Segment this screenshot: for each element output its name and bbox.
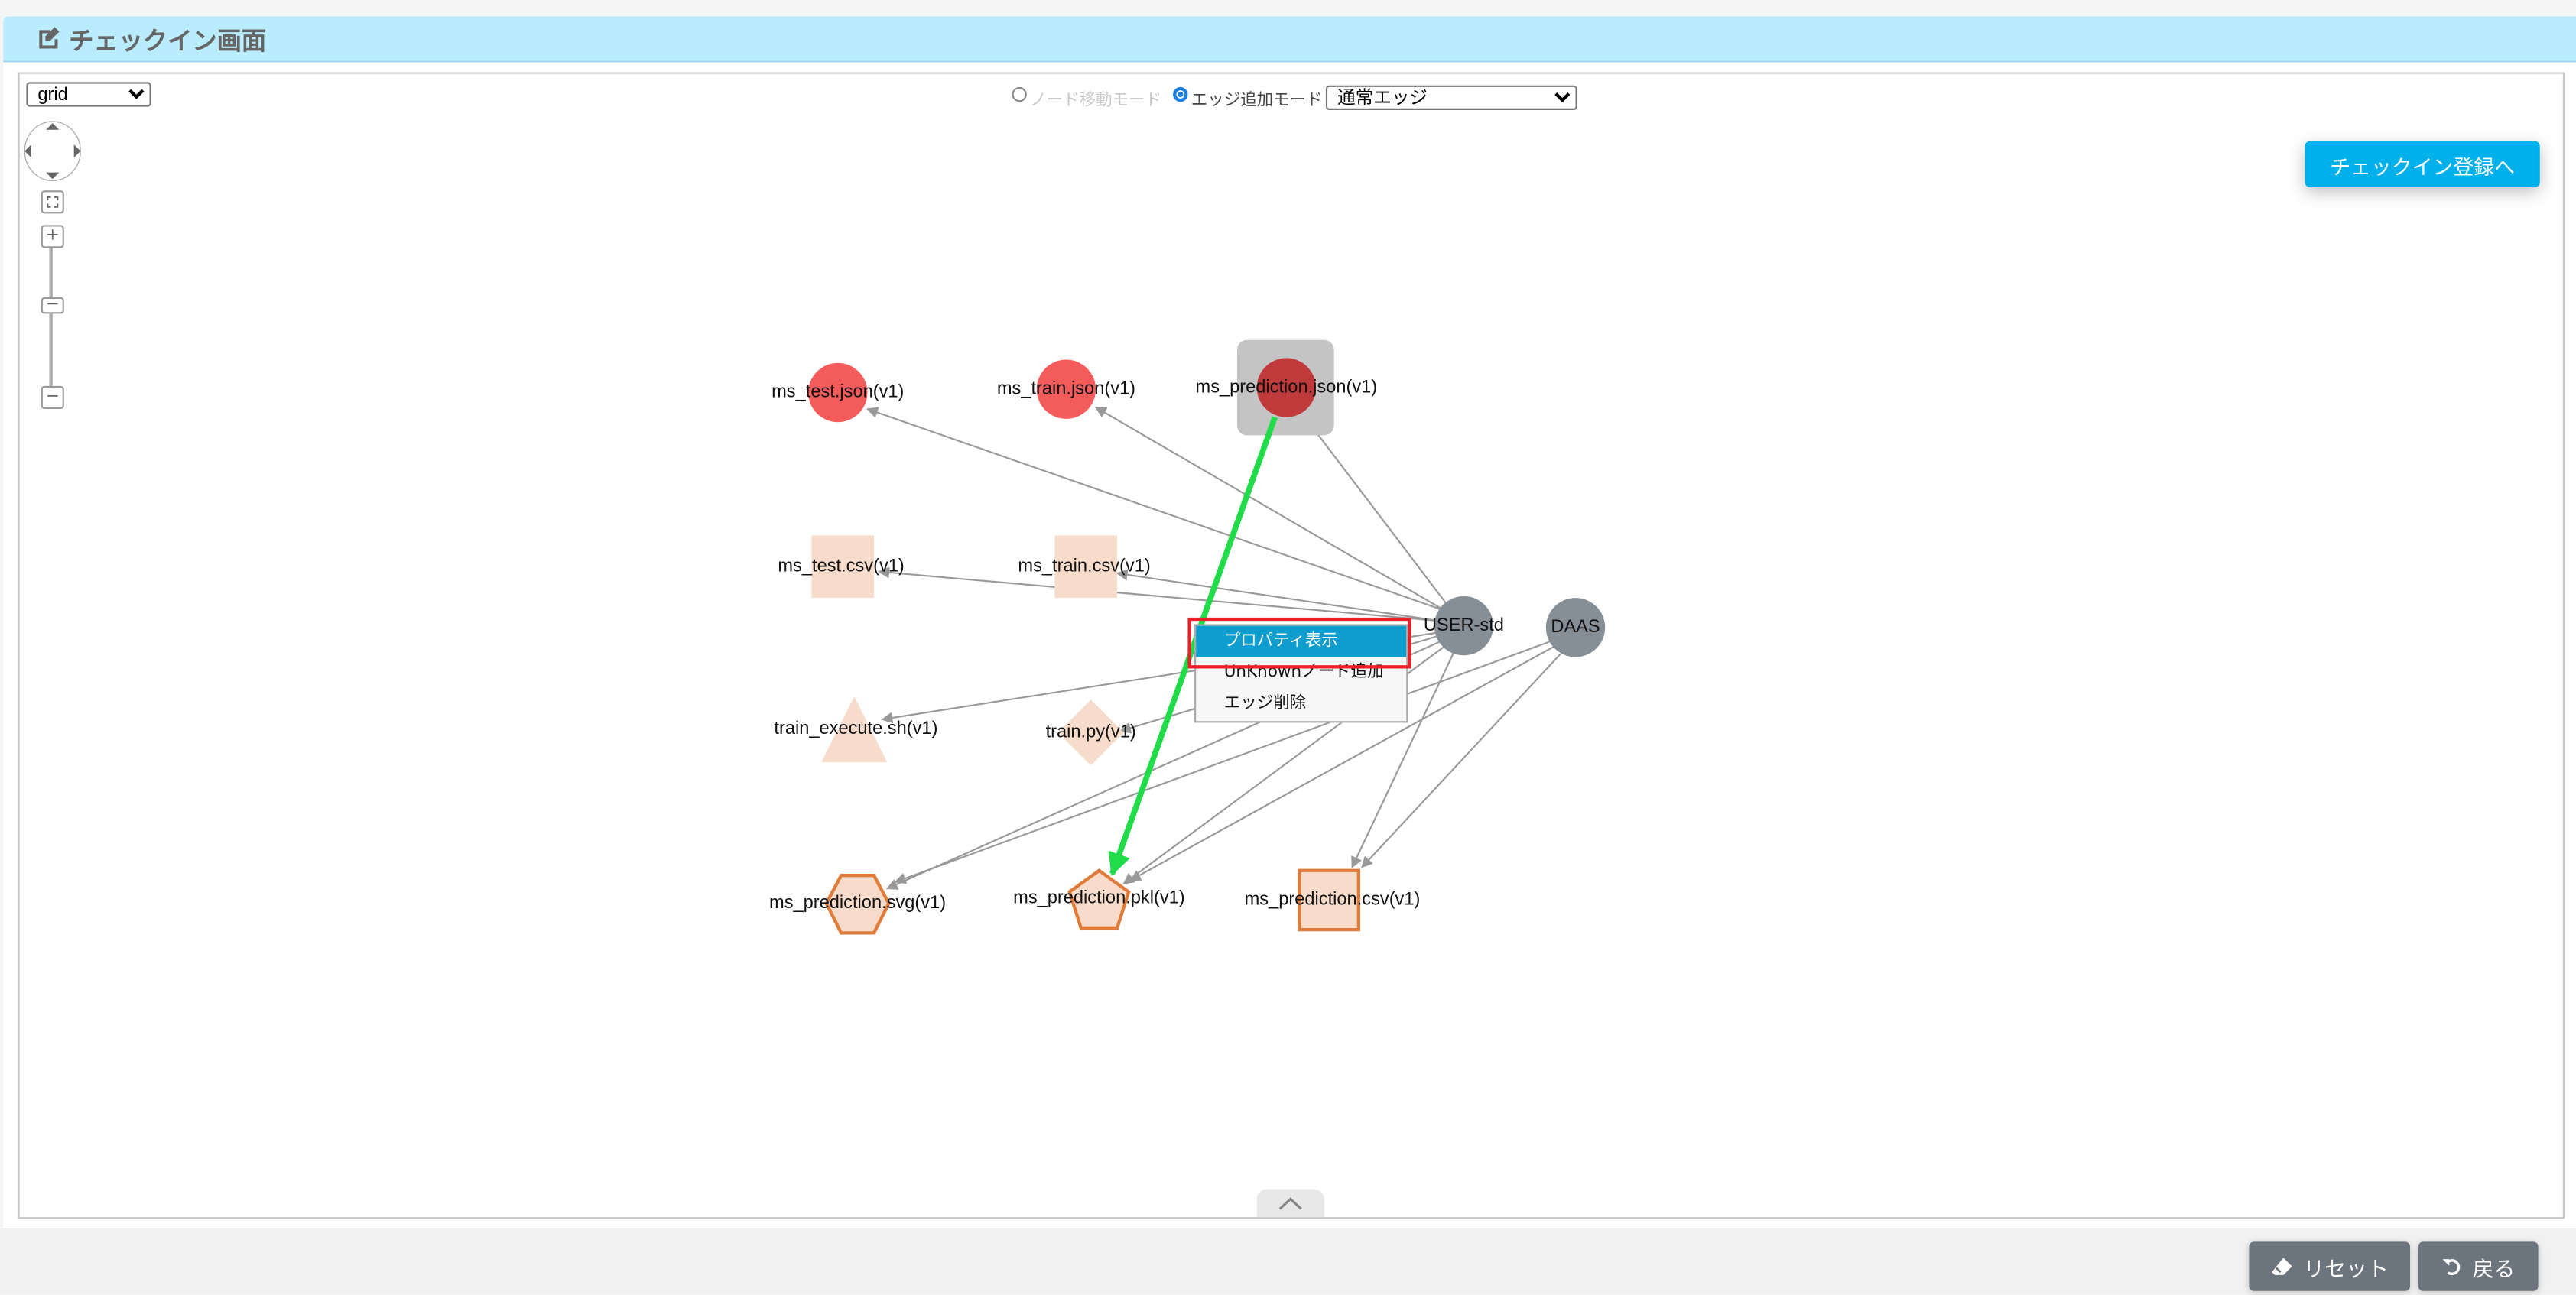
undo-icon [2442,1258,2461,1275]
node-move-mode-radio[interactable] [1012,86,1027,102]
pan-down-icon [46,172,60,180]
reset-label: リセット [2303,1257,2389,1282]
edge-type-select[interactable]: 通常エッジ [1325,85,1577,110]
footer-bar [0,1228,2576,1295]
panel-toggle-button[interactable] [1256,1189,1324,1218]
back-label: 戻る [2472,1257,2516,1282]
menu-item-delete-edge[interactable]: エッジ削除 [1223,694,1307,713]
menu-item-show-properties[interactable]: プロパティ表示 [1196,625,1407,657]
minus-icon: − [45,388,60,406]
page-title: チェックイン画面 [69,26,267,57]
pan-left-icon [24,144,31,158]
pan-up-icon [46,123,60,130]
fit-screen-icon [47,196,59,208]
edit-icon [39,27,60,49]
fit-button[interactable] [41,190,64,214]
zoom-slider[interactable] [49,248,53,386]
edge-add-mode-radio[interactable] [1173,86,1188,102]
back-button[interactable]: 戻る [2418,1241,2539,1291]
reset-button[interactable]: リセット [2249,1241,2410,1291]
context-menu: プロパティ表示 UnKnownノード追加 エッジ削除 [1194,624,1408,723]
chevron-up-icon [1278,1197,1302,1210]
zoom-out-button[interactable]: − [41,385,64,410]
pan-control[interactable] [23,120,82,183]
highlight-box [1187,617,1411,669]
layout-select[interactable]: grid [26,82,151,107]
plus-icon: + [45,226,60,245]
checkin-register-button[interactable]: チェックイン登録へ [2305,141,2540,187]
zoom-slider-handle[interactable]: − [41,297,64,314]
zoom-in-button[interactable]: + [41,225,64,248]
node-move-mode-label[interactable]: ノード移動モード [1030,92,1162,110]
page-header: チェックイン画面 [3,16,2576,63]
edge-add-mode-label[interactable]: エッジ追加モード [1191,92,1323,110]
pan-right-icon [73,144,81,158]
eraser-icon [2272,1258,2292,1275]
